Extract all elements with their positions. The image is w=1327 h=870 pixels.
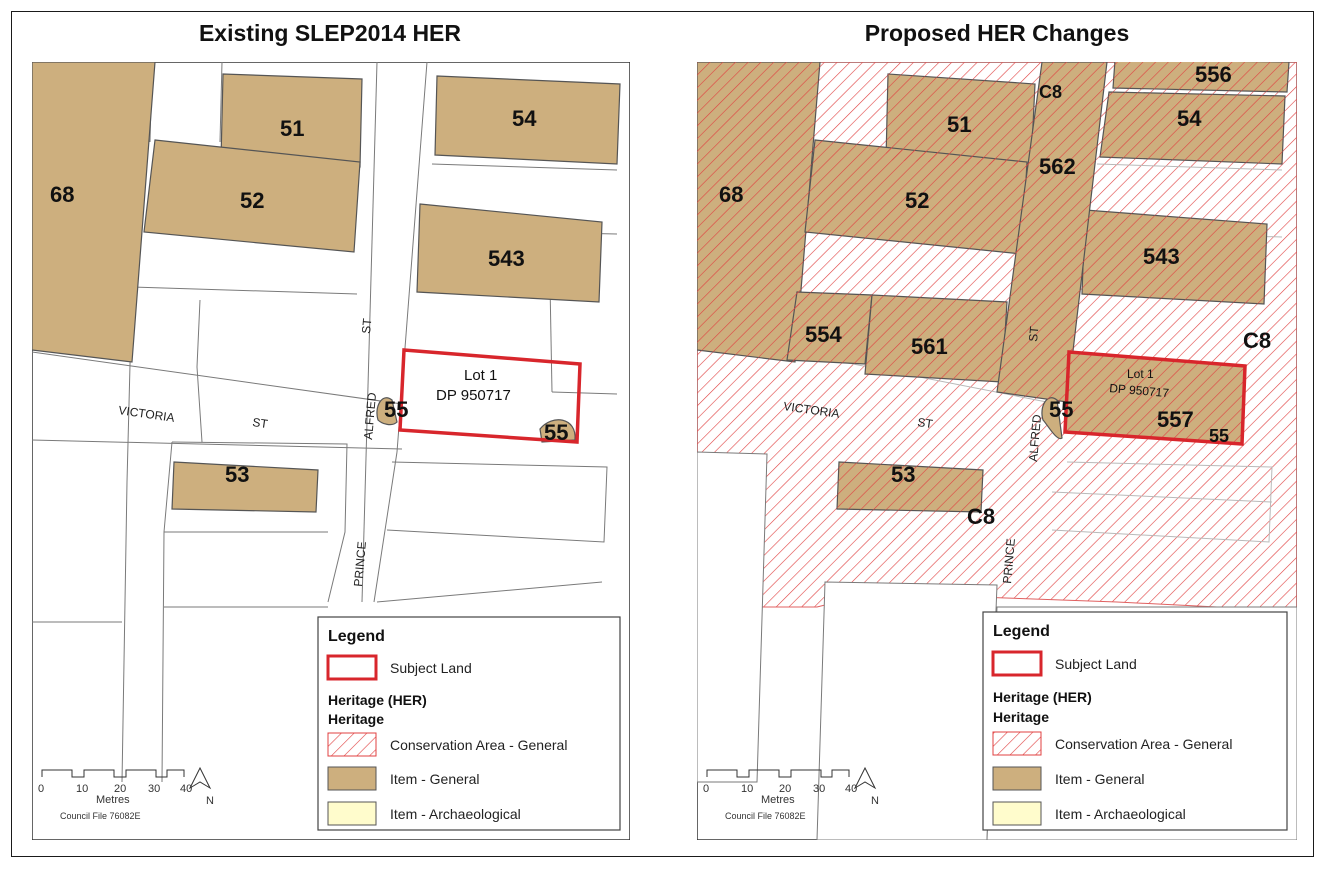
scale-tick-10: 10 [741, 783, 753, 795]
label-53: 53 [225, 462, 249, 487]
street-st-alfred: ST [1026, 325, 1041, 342]
legend-item-general: Item - General [390, 771, 479, 787]
figure-frame [11, 11, 1314, 857]
scale-tick-30: 30 [813, 783, 825, 795]
legend-conservation: Conservation Area - General [390, 737, 567, 753]
existing-her-map: 68 51 52 54 543 53 55 55 Lot 1 DP 950717… [32, 62, 630, 840]
right-legend: Legend Subject Land Heritage (HER) Herit… [982, 611, 1288, 831]
legend-heritage: Heritage [328, 711, 384, 727]
label-c8-top: C8 [1039, 82, 1062, 102]
north-arrow-label: N [206, 795, 214, 807]
subject-dp: DP 950717 [436, 387, 511, 404]
label-54: 54 [512, 106, 537, 131]
label-c8-right: C8 [1243, 328, 1271, 353]
legend-heritage-her: Heritage (HER) [328, 692, 427, 708]
label-543: 543 [1143, 244, 1180, 269]
street-prince: PRINCE [351, 541, 369, 587]
scale-unit: Metres [96, 794, 130, 806]
north-arrow-label: N [871, 795, 879, 807]
proposed-her-map: 68 51 52 556 54 562 C8 543 554 561 C8 53… [697, 62, 1297, 840]
label-55-west: 55 [384, 397, 408, 422]
scale-tick-20: 20 [114, 783, 126, 795]
legend-heritage: Heritage [993, 709, 1049, 725]
left-scale-bar [41, 766, 212, 790]
subject-lot: Lot 1 [1127, 367, 1154, 381]
street-st-victoria: ST [917, 415, 935, 431]
right-scale-bar [706, 766, 877, 790]
label-562: 562 [1039, 154, 1076, 179]
right-panel-title: Proposed HER Changes [864, 20, 1130, 46]
label-68: 68 [50, 182, 74, 207]
street-st-victoria: ST [252, 415, 270, 431]
left-legend: Legend Subject Land Heritage (HER) Herit… [317, 616, 621, 831]
scale-unit: Metres [761, 794, 795, 806]
label-51: 51 [947, 112, 971, 137]
label-52: 52 [240, 188, 264, 213]
scale-tick-30: 30 [148, 783, 160, 795]
street-alfred: ALFRED [1026, 414, 1044, 463]
label-55-east: 55 [1209, 426, 1229, 446]
legend-conservation: Conservation Area - General [1055, 736, 1232, 752]
subject-dp: DP 950717 [1109, 381, 1170, 400]
scale-tick-20: 20 [779, 783, 791, 795]
label-51: 51 [280, 116, 304, 141]
street-prince: PRINCE [1000, 538, 1018, 584]
scale-tick-0: 0 [38, 783, 44, 795]
label-c8-bottom: C8 [967, 504, 995, 529]
street-st-alfred: ST [359, 317, 374, 334]
scale-tick-40: 40 [845, 783, 857, 795]
scale-tick-40: 40 [180, 783, 192, 795]
label-561: 561 [911, 334, 948, 359]
legend-title: Legend [993, 623, 1050, 640]
label-556: 556 [1195, 62, 1232, 87]
scale-tick-0: 0 [703, 783, 709, 795]
label-543: 543 [488, 246, 525, 271]
legend-item-archaeological: Item - Archaeological [390, 806, 521, 822]
subject-lot: Lot 1 [464, 367, 497, 384]
council-file: Council File 76082E [725, 811, 806, 821]
label-55-west: 55 [1049, 397, 1073, 422]
scale-tick-10: 10 [76, 783, 88, 795]
label-53: 53 [891, 462, 915, 487]
label-52: 52 [905, 188, 929, 213]
legend-heritage-her: Heritage (HER) [993, 689, 1092, 705]
legend-subject-land: Subject Land [390, 660, 472, 676]
legend-item-archaeological: Item - Archaeological [1055, 806, 1186, 822]
council-file: Council File 76082E [60, 811, 141, 821]
street-alfred: ALFRED [361, 392, 379, 441]
label-54: 54 [1177, 106, 1202, 131]
legend-subject-land: Subject Land [1055, 656, 1137, 672]
label-68: 68 [719, 182, 743, 207]
label-55-east: 55 [544, 420, 568, 445]
legend-title: Legend [328, 628, 385, 645]
label-557: 557 [1157, 407, 1194, 432]
label-554: 554 [805, 322, 842, 347]
legend-item-general: Item - General [1055, 771, 1144, 787]
left-panel-title: Existing SLEP2014 HER [198, 20, 462, 46]
